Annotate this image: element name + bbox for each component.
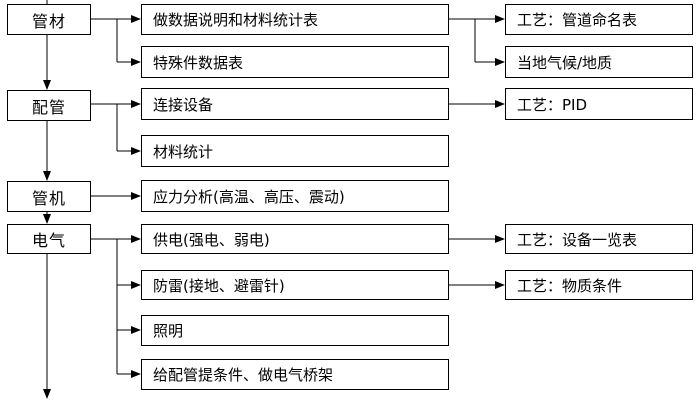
node-pipe-mechanical: 管机 [7,181,91,212]
node-connect-equipment: 连接设备 [141,88,449,120]
node-local-climate: 当地气候/地质 [505,46,693,78]
node-lightning-protection: 防雷(接地、避雷针) [141,270,449,300]
node-pipe-naming: 工艺：管道命名表 [505,4,693,35]
node-special-parts: 特殊件数据表 [141,46,449,78]
node-material-statistics: 材料统计 [141,135,449,167]
node-material-conditions: 工艺：物质条件 [505,270,693,300]
node-electrical: 电气 [7,224,91,254]
node-piping-conditions: 给配管提条件、做电气桥架 [141,359,449,390]
node-stress-analysis: 应力分析(高温、高压、震动) [141,180,449,212]
node-pipe-material: 管材 [7,4,91,35]
node-piping: 配管 [7,90,91,121]
node-data-description: 做数据说明和材料统计表 [141,4,449,35]
node-lighting: 照明 [141,315,449,346]
node-power-supply: 供电(强电、弱电) [141,224,449,254]
node-equipment-list: 工艺：设备一览表 [505,224,693,254]
node-pid: 工艺：PID [505,88,693,120]
